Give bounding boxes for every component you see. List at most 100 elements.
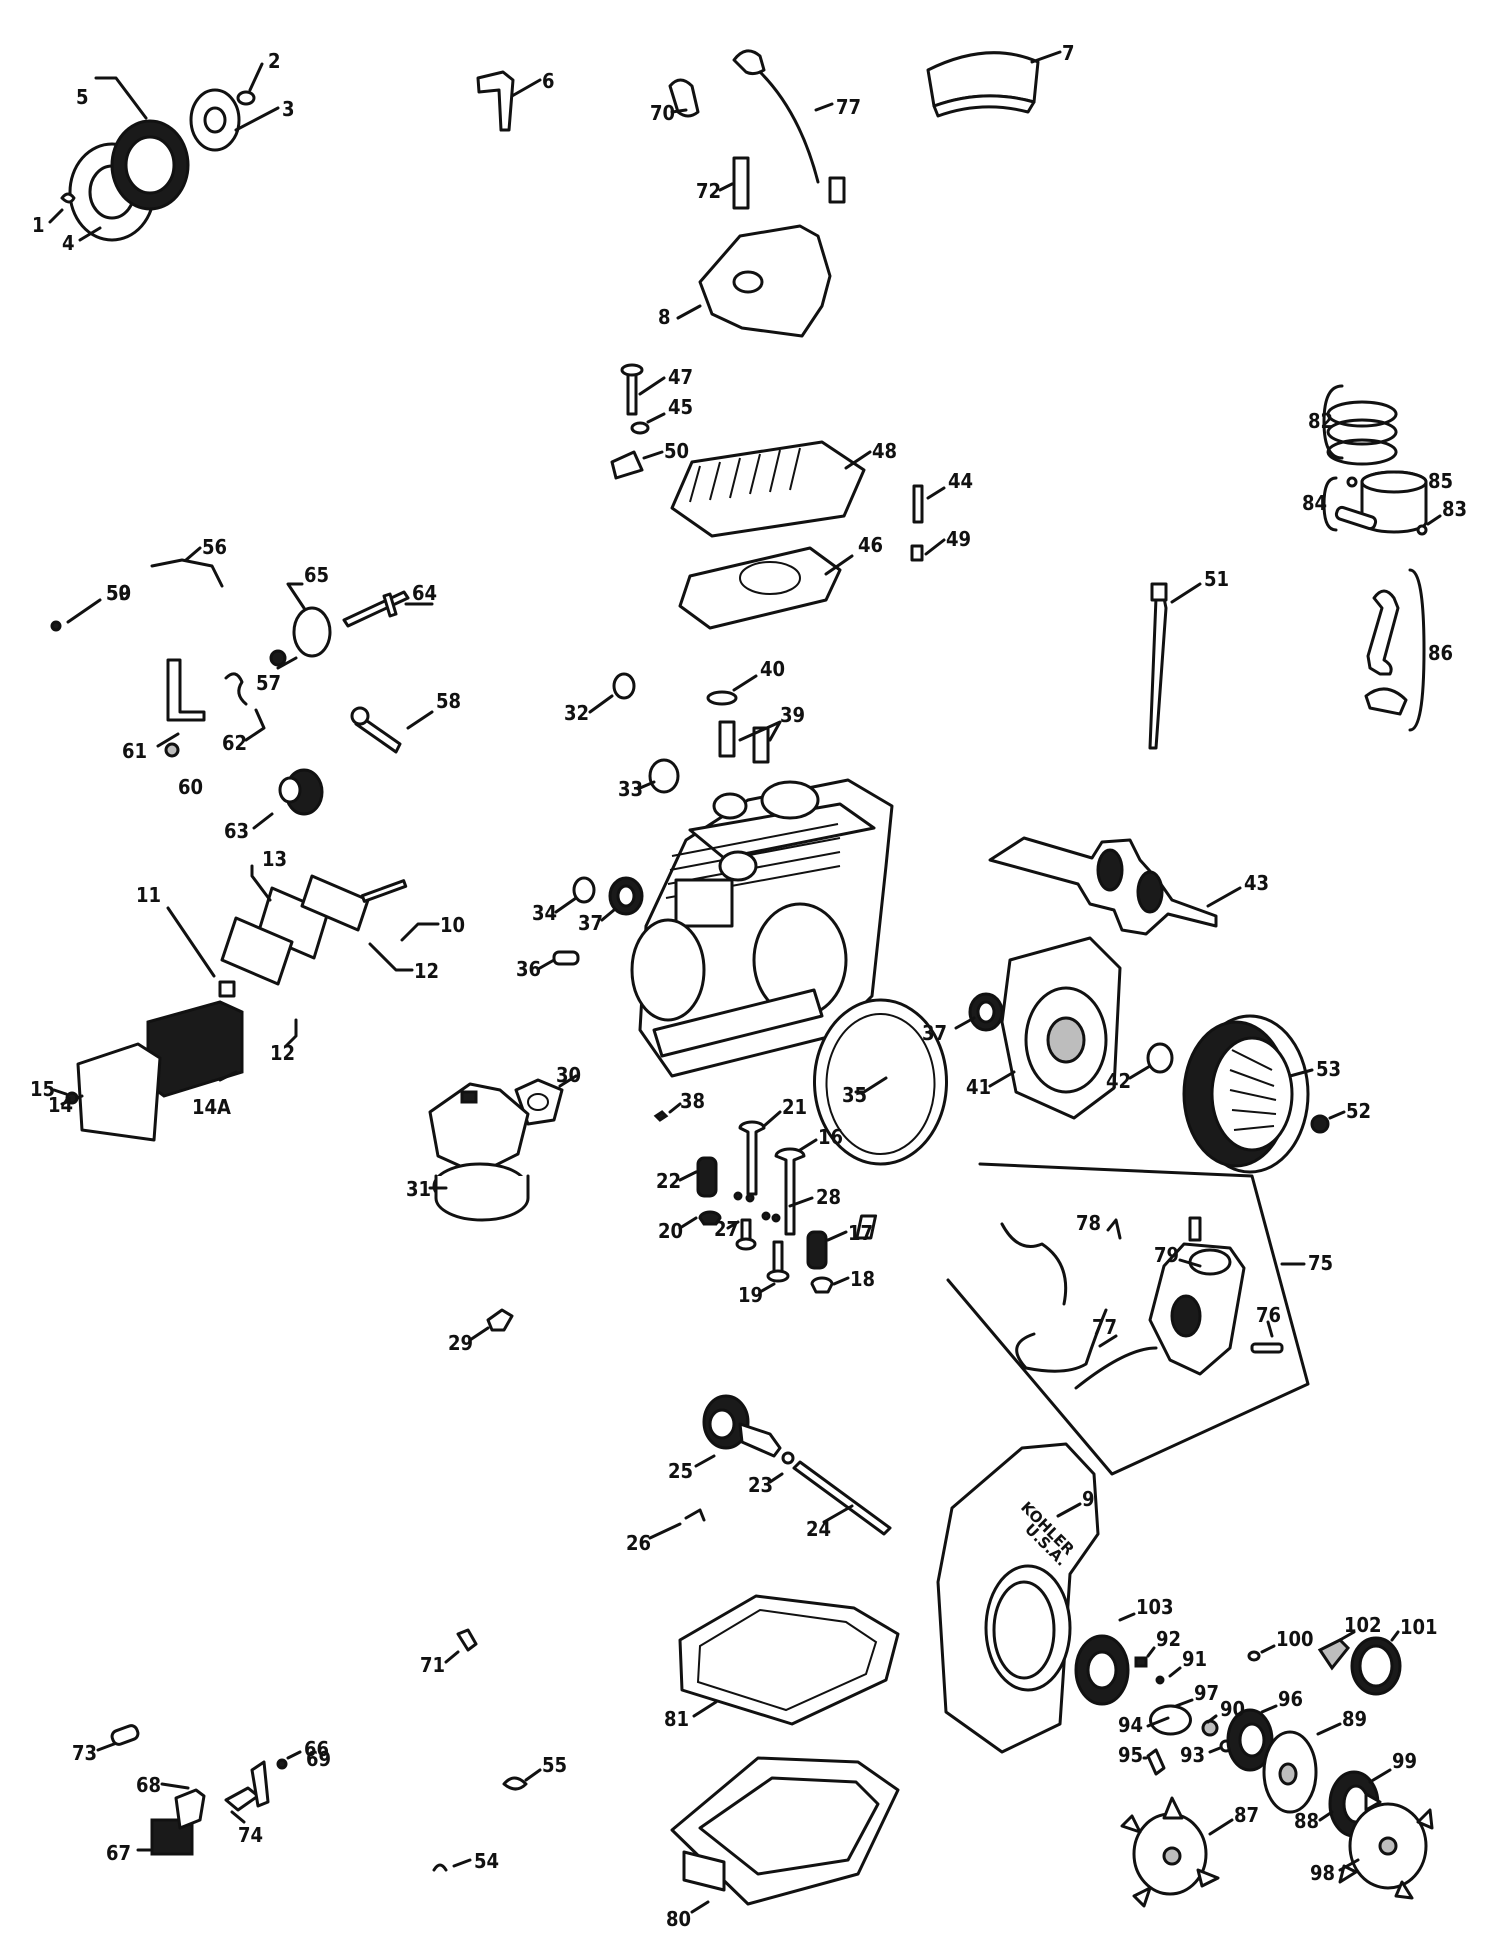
callout-101: 101	[1400, 1615, 1438, 1639]
callout-103: 103	[1136, 1595, 1174, 1619]
leader-84	[1322, 476, 1338, 532]
part-77-wire	[1000, 1222, 1068, 1306]
callout-94: 94	[1118, 1713, 1143, 1737]
leader-27	[726, 1220, 740, 1230]
leader-48	[844, 450, 872, 470]
part-86-connecting-rod	[1366, 589, 1400, 676]
leader-37b	[954, 1016, 976, 1030]
leader-26	[648, 1522, 682, 1540]
callout-13: 13	[262, 847, 287, 871]
leader-43	[1206, 886, 1242, 908]
callout-52: 52	[1346, 1099, 1371, 1123]
part-66-screw	[276, 1758, 288, 1770]
part-14a-filter	[146, 1000, 244, 1098]
callout-49: 49	[946, 527, 971, 551]
part-23-washer	[781, 1451, 795, 1465]
part-17-spring	[806, 1230, 828, 1270]
part-47-bolt	[626, 368, 638, 416]
part-53-flywheel	[1182, 1014, 1310, 1174]
leader-76	[1266, 1320, 1274, 1338]
callout-16: 16	[818, 1125, 843, 1149]
callout-34: 34	[532, 901, 557, 925]
callout-72: 72	[696, 179, 721, 203]
callout-81: 81	[664, 1707, 689, 1731]
leader-45	[646, 412, 666, 424]
callout-63: 63	[224, 819, 249, 843]
part-50-bracket	[610, 450, 644, 480]
leader-9	[1056, 1502, 1082, 1518]
leader-72	[718, 182, 734, 192]
callout-41: 41	[966, 1075, 991, 1099]
leader-24	[822, 1504, 854, 1524]
callout-12b: 12	[270, 1041, 295, 1065]
part-38-pin	[653, 1110, 669, 1122]
leader-101	[1390, 1630, 1400, 1642]
leader-22	[678, 1170, 698, 1182]
callout-33: 33	[618, 777, 643, 801]
leader-2	[248, 62, 264, 92]
part-95-pin	[1146, 1748, 1166, 1776]
callout-55: 55	[542, 1753, 567, 1777]
callout-54: 54	[474, 1849, 499, 1873]
callout-56: 56	[202, 535, 227, 559]
leader-12b	[284, 1018, 298, 1048]
callout-2: 2	[268, 49, 281, 73]
leader-34	[554, 896, 578, 914]
leader-86	[1408, 568, 1426, 732]
leader-56	[184, 546, 202, 562]
part-9-blower-housing: KOHLER U.S.A.	[936, 1442, 1100, 1754]
part-76-screw	[1250, 1342, 1284, 1354]
callout-44: 44	[948, 469, 973, 493]
part-22-spring	[696, 1156, 718, 1198]
part-26-spring	[684, 1508, 706, 1522]
leader-51	[1170, 582, 1202, 604]
part-78-clip-b	[1188, 1216, 1202, 1242]
callout-14: 14	[48, 1093, 73, 1117]
part-62-spring	[224, 672, 248, 706]
part-32-plug	[612, 672, 636, 700]
leader-5	[94, 76, 148, 120]
leader-90	[1206, 1714, 1218, 1724]
part-87-starter-a	[1120, 1796, 1220, 1908]
leader-98	[1338, 1858, 1360, 1872]
air-cleaner-assembly	[60, 88, 256, 242]
callout-92: 92	[1156, 1627, 1181, 1651]
part-79-ignition-module	[1148, 1242, 1246, 1376]
leader-99	[1368, 1768, 1392, 1784]
leader-15	[52, 1088, 68, 1096]
leader-40	[732, 674, 758, 692]
part-74-bracket	[224, 1786, 260, 1812]
part-81-oil-pan-gasket	[678, 1594, 900, 1726]
leader-100	[1260, 1644, 1276, 1654]
part-31-carburetor	[428, 1082, 530, 1222]
callout-76: 76	[1256, 1303, 1281, 1327]
leader-66	[286, 1750, 302, 1760]
callout-64: 64	[412, 581, 437, 605]
part-39-guide-a	[718, 720, 736, 758]
leader-80	[690, 1900, 710, 1914]
leader-11	[166, 906, 216, 978]
callout-17: 17	[848, 1221, 873, 1245]
leader-46	[824, 554, 854, 576]
leader-77	[814, 102, 834, 112]
leader-62	[244, 708, 266, 742]
leader-73	[96, 1742, 116, 1752]
callout-69: 69	[306, 1747, 331, 1771]
callout-47: 47	[668, 365, 693, 389]
leader-8	[676, 304, 702, 320]
part-102-grip	[1317, 1638, 1351, 1671]
part-92-screw	[1134, 1656, 1148, 1668]
leader-52	[1328, 1110, 1346, 1120]
part-24-shaft	[792, 1460, 892, 1536]
callout-50a: 50	[664, 439, 689, 463]
part-103-screen	[1074, 1634, 1130, 1706]
callout-42: 42	[1106, 1069, 1131, 1093]
part-64-shaft	[342, 590, 410, 628]
leader-20	[678, 1216, 698, 1230]
callout-29: 29	[448, 1331, 473, 1355]
callout-77a: 77	[836, 95, 861, 119]
callout-37b: 37	[922, 1021, 947, 1045]
leader-39	[738, 720, 782, 742]
callout-4: 4	[62, 231, 75, 255]
callout-88: 88	[1294, 1809, 1319, 1833]
